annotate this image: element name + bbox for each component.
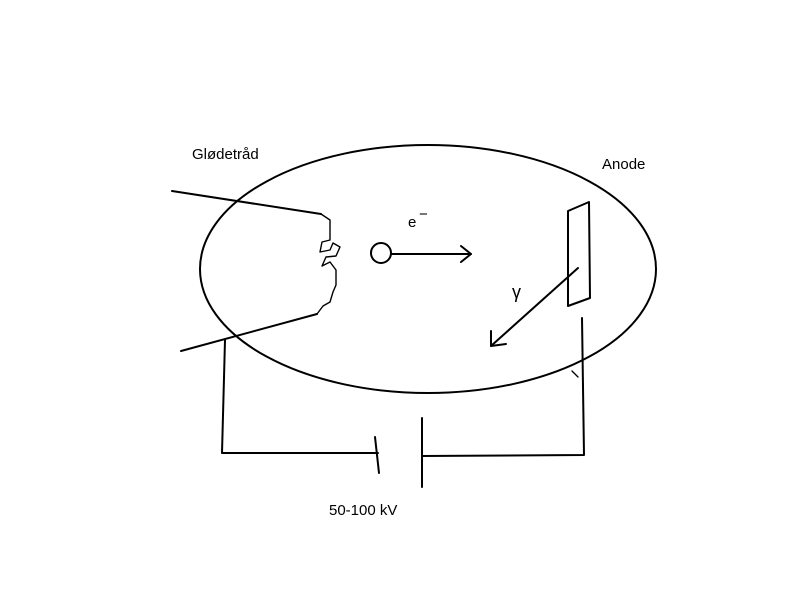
voltage-label: 50-100 kV — [329, 502, 397, 519]
gamma-label: γ — [512, 282, 521, 302]
gamma-arrow-shaft — [490, 267, 579, 347]
electron-charge-label: − — [419, 206, 428, 223]
filament-coil — [316, 213, 341, 315]
electron-label: e — [408, 214, 416, 231]
gamma-arrow-head — [490, 330, 507, 347]
circuit-wire-left — [221, 339, 379, 454]
filament-lead-lower — [180, 313, 318, 352]
electron-circle — [370, 242, 392, 264]
electron-arrow-head — [460, 245, 472, 263]
filament-lead-upper — [171, 190, 322, 215]
anode-lead-tick — [571, 370, 579, 378]
anode-label: Anode — [602, 156, 645, 173]
anode-target — [567, 201, 591, 307]
circuit-wire-right — [421, 317, 585, 457]
filament-label: Glødetråd — [192, 146, 259, 163]
battery-plate-short — [374, 436, 380, 474]
tube-envelope — [199, 144, 657, 394]
